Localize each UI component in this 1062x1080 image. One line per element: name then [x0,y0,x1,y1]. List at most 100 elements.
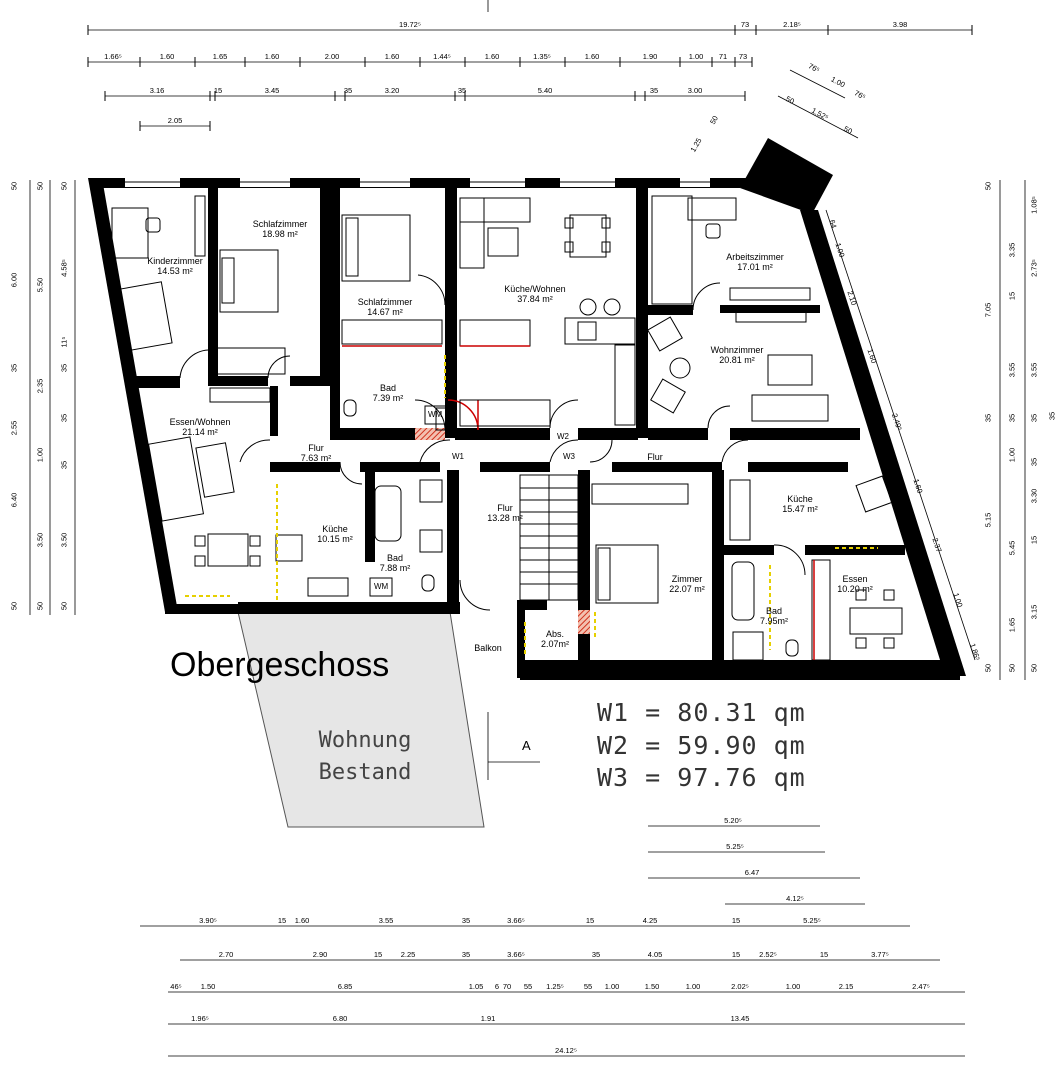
dimension-value: 5.25⁵ [726,842,744,851]
dimension-value: 1.44⁵ [433,52,451,61]
area-unit: qm [773,698,806,727]
area-unit: qm [773,763,806,792]
dimension-value: 46⁵ [170,982,182,991]
area-unit: qm [773,731,806,760]
area-value: 59.90 [677,731,758,760]
furniture [111,195,903,661]
dimension-value: 50 [35,601,45,611]
dimension-value: 3.55 [1007,362,1017,378]
dimension-value: 55 [583,982,593,991]
exterior-walls [88,138,966,680]
room-name: Zimmer [671,574,703,584]
door-swings [179,274,806,611]
washing-machine-label: WM [428,410,443,419]
dimension-value: 15 [585,916,595,925]
room-area: 10.15 m² [317,534,353,544]
dimension-value: 70 [502,982,512,991]
dimension-value: 1.00 [688,52,704,61]
dimension-value: 35 [9,363,19,373]
dimension-value: 35 [649,86,659,95]
room-name: Flur [497,503,513,513]
dimension-value: 50 [1007,663,1017,673]
dimension-value: 50 [9,181,19,191]
unit-marker: W1 [452,452,464,461]
dimension-value: 35 [1047,411,1057,421]
dimension-value: 13.45 [730,1014,750,1023]
dimension-value: 1.65 [1007,617,1017,633]
dimension-value: 3.00 [687,86,703,95]
dimension-value: 2.55 [9,420,19,436]
room-area: 7.63 m² [300,453,332,463]
dimension-value: 1.60 [584,52,600,61]
room-area: 7.39 m² [372,393,404,403]
dimension-value: 1.60 [264,52,280,61]
dimension-value: 24.12⁵ [555,1046,577,1055]
room-name: Schlafzimmer [252,219,308,229]
room-name: Kinderzimmer [147,256,203,266]
dimension-ticks [87,25,973,131]
dimension-value: 35 [1029,413,1039,423]
room-name: Arbeitszimmer [726,252,784,262]
unit-label: W1 [597,698,630,727]
floor-title: Obergeschoss [170,646,390,684]
dimension-value: 1.35⁵ [533,52,551,61]
dimension-value: 1.25⁵ [546,982,564,991]
dimension-value: 2.73⁵ [1029,259,1039,277]
dimension-value: 35 [461,916,471,925]
dimension-value: 35 [59,363,69,373]
dimension-value: 50 [983,663,993,673]
area-value: 97.76 [677,763,758,792]
equals-sign: = [645,698,662,727]
room-area: 2.07m² [540,639,570,649]
dimension-value: 2.25 [400,950,416,959]
dimension-value: 2.47⁵ [912,982,930,991]
existing-apartment-label-line2: Bestand [318,760,412,785]
dimension-value: 3.45 [264,86,280,95]
dimension-value: 3.50 [35,532,45,548]
dimension-value: 3.77⁵ [871,950,889,959]
washing-machine-label: WM [374,582,389,591]
dimension-value: 55 [523,982,533,991]
dimension-value: 19.72⁵ [399,20,421,29]
dimension-value: 73 [740,20,750,29]
unit-label: W3 [597,763,630,792]
dimension-value: 2.00 [324,52,340,61]
dimension-value: 50 [35,181,45,191]
dimension-value: 15 [1007,291,1017,301]
room-area: 13.28 m² [487,513,523,523]
dimension-value: 5.15 [983,512,993,528]
dimension-value: 35 [983,413,993,423]
dimension-value: 15 [373,950,383,959]
room-area: 21.14 m² [182,427,218,437]
room-area: 10.20 m² [837,584,873,594]
room-area: 22.07 m² [669,584,705,594]
room-name: Bad [765,606,783,616]
dimension-value: 5.40 [537,86,553,95]
dimension-value: 1.65 [212,52,228,61]
dimension-value: 7.05 [983,302,993,318]
room-name: Essen/Wohnen [169,417,231,427]
dimension-value: 3.20 [384,86,400,95]
dimension-value: 35 [1029,457,1039,467]
dimension-value: 4.25 [642,916,658,925]
dimension-value: 6.47 [744,868,760,877]
dimension-value: 35 [461,950,471,959]
dimension-value: 6.00 [9,272,19,288]
dimension-value: 35 [1007,413,1017,423]
dimension-value: 3.55 [1029,362,1039,378]
dimension-value: 1.66⁵ [104,52,122,61]
dimension-value: 5.20⁵ [724,816,742,825]
area-summary-w1: W1 = 80.31 qm [597,698,806,727]
room-name: Bad [386,553,404,563]
dimension-value: 1.50 [200,982,216,991]
dimension-value: 50 [983,181,993,191]
unit-label: W2 [597,731,630,760]
room-area: 37.84 m² [517,294,553,304]
existing-apartment-label-line1: Wohnung [318,728,412,753]
staircase [519,474,579,601]
dimension-value: 2.70 [218,950,234,959]
room-name: Flur [647,452,663,462]
dimension-value: 15 [1029,535,1039,545]
dimension-value: 15 [277,916,287,925]
